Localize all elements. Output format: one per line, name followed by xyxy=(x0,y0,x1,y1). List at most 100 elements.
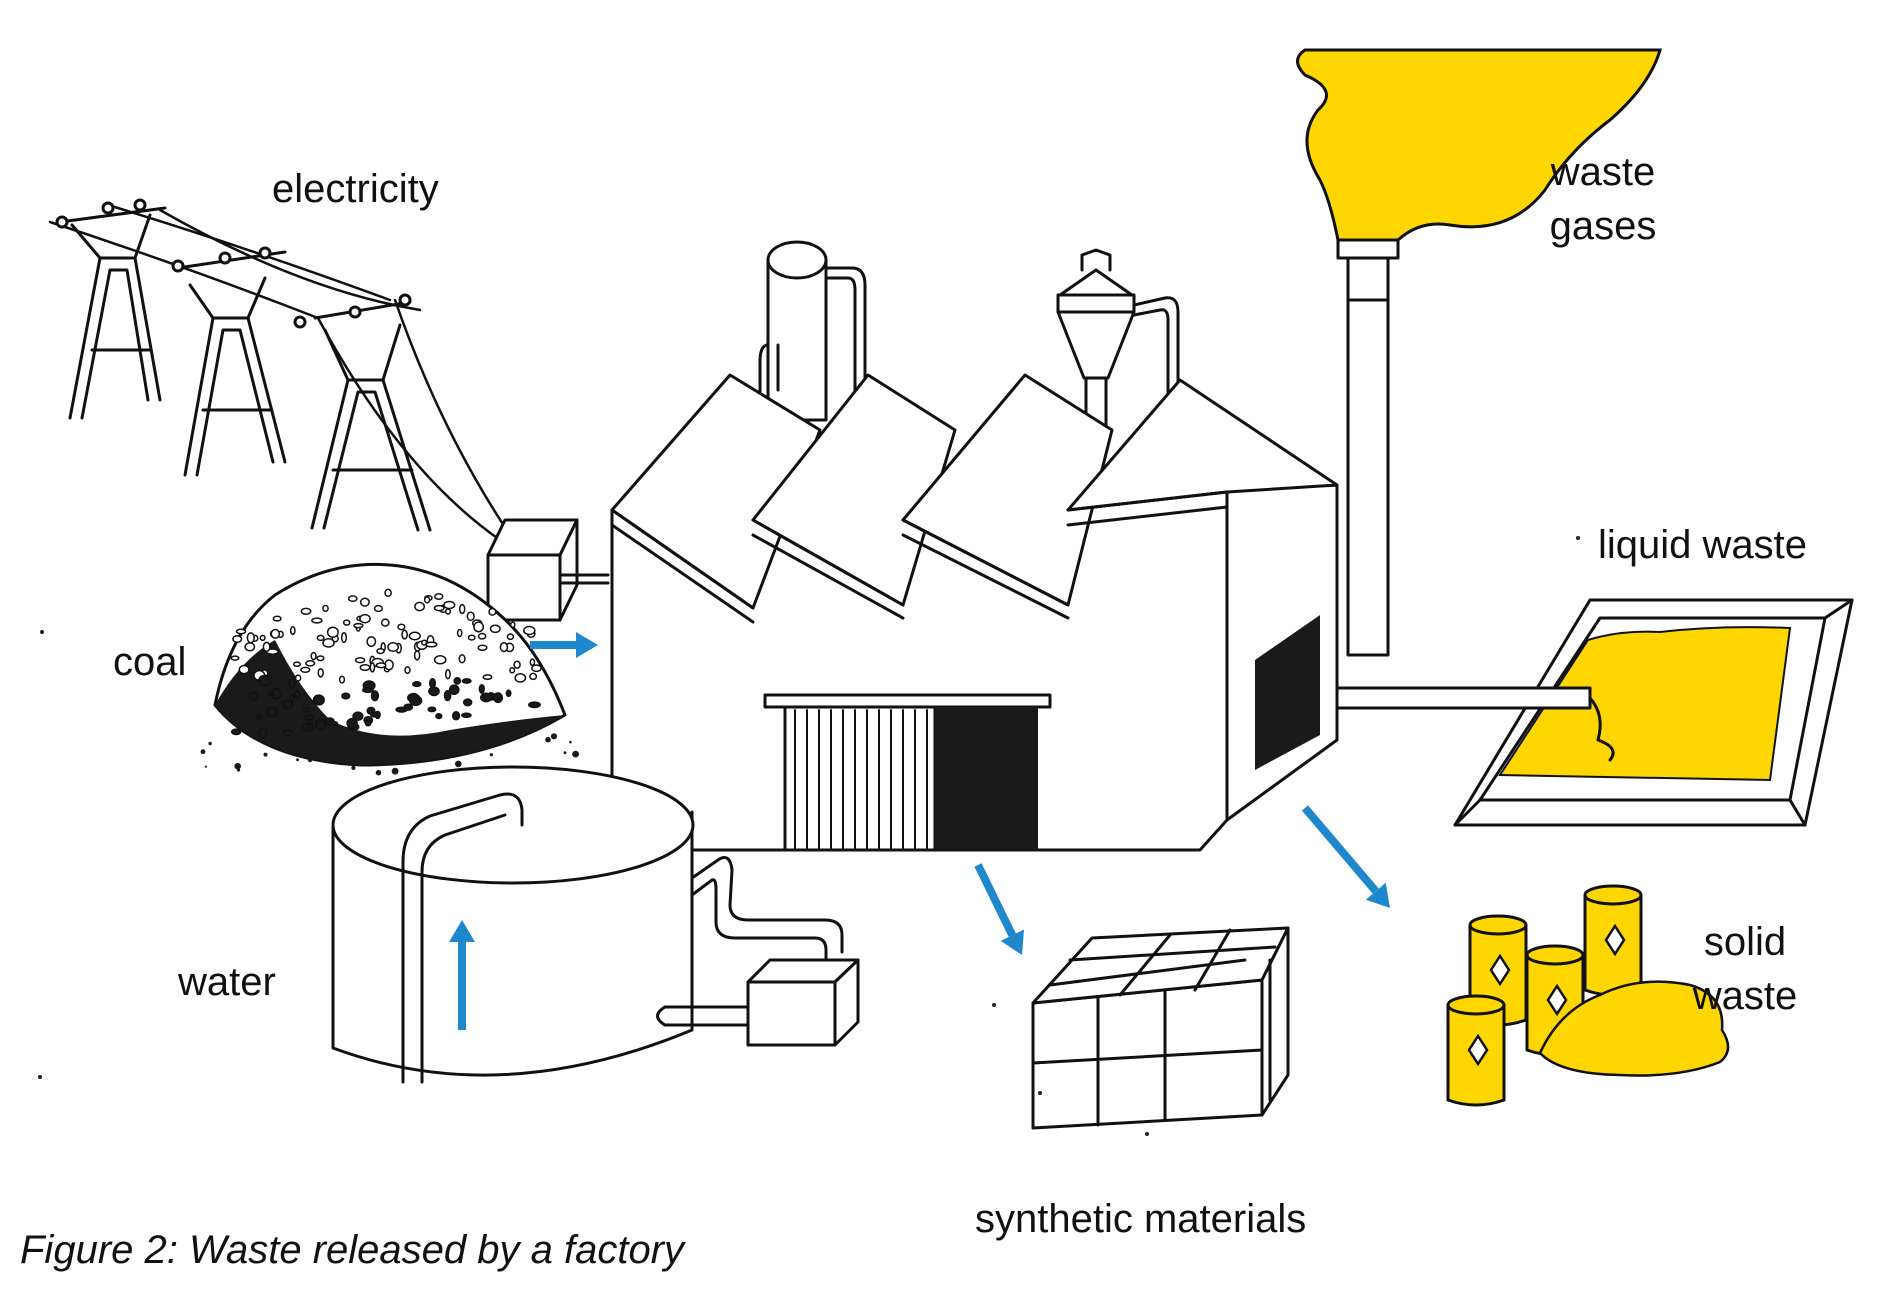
coal-lump xyxy=(481,693,492,701)
coal-lump xyxy=(323,606,328,612)
label-solid-waste: solid waste xyxy=(1670,915,1820,1023)
coal-lump xyxy=(233,636,242,643)
coal-crumb xyxy=(455,761,462,768)
coal-crumb xyxy=(208,742,211,745)
coal-lump xyxy=(435,656,446,664)
coal-crumb xyxy=(331,754,334,757)
coal-lump xyxy=(462,713,471,717)
coal-lump xyxy=(311,653,316,660)
factory-door-front xyxy=(765,695,1050,850)
coal-lump xyxy=(301,667,310,672)
coal-lump xyxy=(436,714,442,719)
coal-lump xyxy=(405,667,410,673)
coal-lump xyxy=(514,661,520,668)
coal-lump xyxy=(444,602,455,609)
coal-lump xyxy=(294,662,301,666)
coal-lump xyxy=(409,632,420,639)
coal-lump xyxy=(479,634,486,639)
coal-lump xyxy=(464,699,472,706)
coal-lump xyxy=(273,616,281,621)
coal-lump xyxy=(232,729,241,734)
pylon xyxy=(60,208,165,418)
coal-lump xyxy=(354,624,363,628)
coal-lump xyxy=(326,721,338,725)
coal-lump xyxy=(356,658,365,663)
coal-lump xyxy=(435,606,444,611)
coal-lump xyxy=(483,675,491,679)
coal-lump xyxy=(415,602,424,610)
coal-lump xyxy=(415,651,420,660)
coal-lump xyxy=(340,676,345,683)
coal-lump xyxy=(375,606,383,612)
waste-barrel xyxy=(1448,996,1504,1105)
coal-lump xyxy=(515,674,525,682)
coal-crumb xyxy=(569,741,572,744)
coal-lump xyxy=(318,669,323,677)
distillation-column xyxy=(760,242,865,420)
coal-crumb xyxy=(375,743,382,750)
coal-lump xyxy=(290,695,294,701)
arrow-icon xyxy=(1305,808,1390,908)
coal-lump xyxy=(259,729,267,738)
coal-lump xyxy=(257,715,262,719)
coal-lump xyxy=(428,707,436,711)
liquid-waste-pond xyxy=(1337,600,1852,825)
coal-crumb xyxy=(404,760,409,765)
coal-crumb xyxy=(453,734,459,740)
coal-lump xyxy=(312,618,322,623)
coal-lump xyxy=(469,635,475,640)
chimney xyxy=(1338,240,1398,655)
coal-lump xyxy=(260,636,265,641)
coal-lump xyxy=(382,619,389,626)
coal-lump xyxy=(494,693,503,702)
coal-lump xyxy=(450,685,459,694)
coal-lump xyxy=(454,678,460,684)
coal-lump xyxy=(247,633,254,643)
coal-crumb xyxy=(545,737,551,743)
coal-lump xyxy=(377,649,384,654)
coal-lump xyxy=(408,694,419,702)
factory-building xyxy=(612,242,1337,850)
label-waste-gases-line-1: waste xyxy=(1528,145,1678,199)
coal-lump xyxy=(430,679,436,688)
coal-lump xyxy=(317,656,324,661)
coal-lump xyxy=(458,630,462,637)
coal-crumb xyxy=(379,762,382,765)
label-electricity: electricity xyxy=(272,162,439,216)
coal-crumb xyxy=(237,768,240,771)
label-synthetic-materials: synthetic materials xyxy=(975,1192,1306,1246)
coal-lump xyxy=(305,715,313,720)
coal-lump xyxy=(272,689,281,699)
coal-crumb xyxy=(376,770,382,776)
coal-crumb xyxy=(296,758,299,761)
coal-lump xyxy=(363,688,373,693)
coal-lump xyxy=(375,711,380,718)
coal-lump xyxy=(385,589,391,596)
coal-lump xyxy=(425,597,430,603)
coal-lump xyxy=(289,679,295,687)
label-waste-gases-line-2: gases xyxy=(1528,199,1678,253)
coal-crumb xyxy=(351,766,355,770)
coal-lump xyxy=(467,612,474,620)
coal-lump xyxy=(491,625,501,632)
coal-crumb xyxy=(564,751,567,754)
coal-crumb xyxy=(490,753,493,756)
coal-lump xyxy=(478,645,487,650)
coal-lump xyxy=(302,724,309,730)
coal-crumb xyxy=(434,743,438,747)
coal-crumb xyxy=(486,737,490,741)
label-waste-gases: waste gases xyxy=(1528,145,1678,253)
synthetic-materials-pallet xyxy=(1033,928,1288,1128)
coal-lump xyxy=(530,673,537,679)
coal-crumb xyxy=(572,751,579,758)
waste-barrel xyxy=(1585,886,1641,995)
coal-lump xyxy=(316,720,325,730)
coal-lump xyxy=(323,639,334,647)
label-solid-waste-line-1: solid xyxy=(1670,915,1820,969)
coal-lump xyxy=(328,627,339,637)
coal-lump xyxy=(446,609,451,614)
coal-lump xyxy=(342,693,350,699)
coal-lump xyxy=(398,624,405,629)
coal-lump xyxy=(301,608,310,614)
